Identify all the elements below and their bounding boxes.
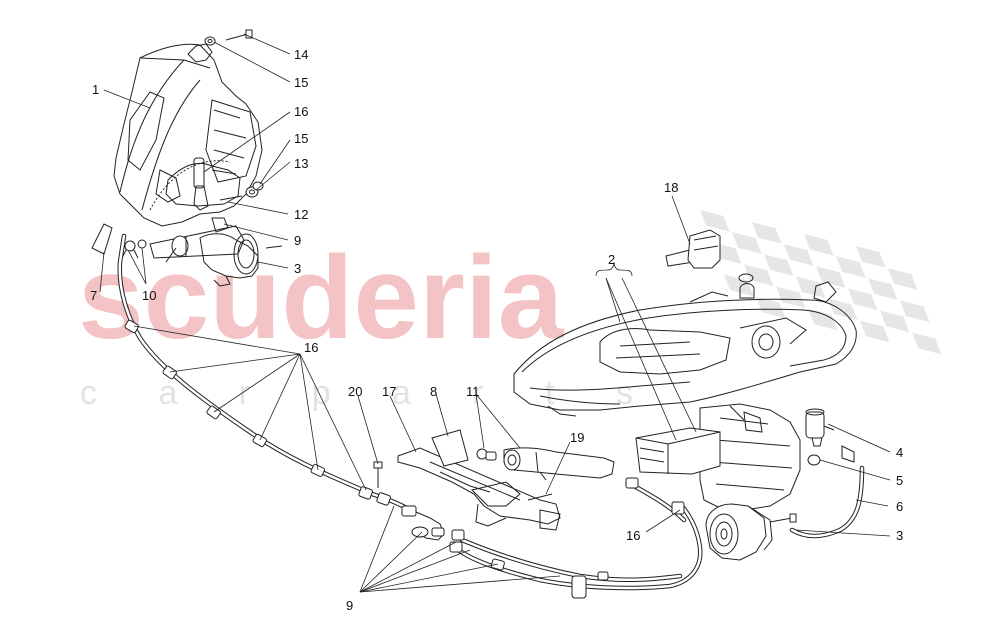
callout-17: 17 <box>382 384 396 399</box>
flag-square <box>804 234 834 256</box>
flag-square <box>912 332 942 355</box>
callout-6: 6 <box>896 499 903 514</box>
callout-15: 15 <box>294 131 308 146</box>
flag-square <box>900 300 930 322</box>
flag-square <box>828 298 858 321</box>
flag-square <box>816 266 846 288</box>
fitting-6 <box>841 445 855 463</box>
flag-square <box>784 244 814 266</box>
cap-8 <box>431 429 469 467</box>
headlight-left-assembly <box>113 43 263 227</box>
callout-labels: 1 14 15 16 15 13 12 9 3 7 10 16 20 17 8 … <box>90 47 903 613</box>
washer-pump-left <box>149 217 283 287</box>
flag-square <box>752 222 782 244</box>
callout-9: 9 <box>346 598 353 613</box>
flag-square <box>836 256 866 278</box>
callout-20: 20 <box>348 384 362 399</box>
nut-5 <box>807 454 821 466</box>
callout-15: 15 <box>294 75 308 90</box>
callout-10: 10 <box>142 288 156 303</box>
flag-square <box>880 310 910 333</box>
watermark-subtitle: c a r p a r t s <box>80 374 659 412</box>
watermark: scuderia c a r p a r t s <box>78 210 942 412</box>
callout-3: 3 <box>896 528 903 543</box>
watermark-brand: scuderia <box>78 232 565 364</box>
flag-square <box>732 232 762 254</box>
callout-3: 3 <box>294 261 301 276</box>
flag-square <box>764 254 794 276</box>
callout-16: 16 <box>626 528 640 543</box>
flag-square <box>776 286 806 309</box>
washer-nozzle-19 <box>503 447 615 501</box>
lens-cover-7 <box>91 223 113 255</box>
flag-square <box>856 246 886 268</box>
callout-12: 12 <box>294 207 308 222</box>
callout-16: 16 <box>294 104 308 119</box>
flag-square <box>744 264 774 286</box>
flag-square <box>868 278 898 300</box>
checkered-flag-icon <box>700 210 942 355</box>
control-module <box>635 427 721 475</box>
washer-motor-4 <box>805 408 835 447</box>
bracket-17 <box>397 447 561 531</box>
flag-square <box>808 308 838 331</box>
t-connector <box>401 505 465 553</box>
screw-20 <box>373 461 383 488</box>
callout-13: 13 <box>294 156 308 171</box>
flag-square <box>796 276 826 298</box>
flag-square <box>756 296 786 319</box>
callout-16: 16 <box>304 340 318 355</box>
washer-15-mid <box>252 181 264 191</box>
washer-pump-right <box>705 503 797 561</box>
callout-7: 7 <box>90 288 97 303</box>
callout-5: 5 <box>896 473 903 488</box>
flag-square <box>860 320 890 343</box>
callout-18: 18 <box>664 180 678 195</box>
xenon-bulb-18 <box>665 229 721 269</box>
callout-19: 19 <box>570 430 584 445</box>
washer-15-top <box>204 36 216 46</box>
callout-2: 2 <box>608 252 615 267</box>
washer-hose-left <box>117 233 865 599</box>
flag-square <box>700 210 730 232</box>
flag-square <box>848 288 878 310</box>
callout-14: 14 <box>294 47 308 62</box>
callout-1: 1 <box>92 82 99 97</box>
callout-9: 9 <box>294 233 301 248</box>
callout-8: 8 <box>430 384 437 399</box>
screw-12 <box>219 195 243 201</box>
headlight-right-assembly <box>513 273 857 511</box>
flag-square <box>888 268 918 290</box>
clip-11 <box>476 448 497 461</box>
callout-4: 4 <box>896 445 903 460</box>
flag-square <box>724 274 754 297</box>
bolt-14 <box>225 29 253 41</box>
leader-lines <box>99 33 891 593</box>
callout-11: 11 <box>466 384 480 399</box>
